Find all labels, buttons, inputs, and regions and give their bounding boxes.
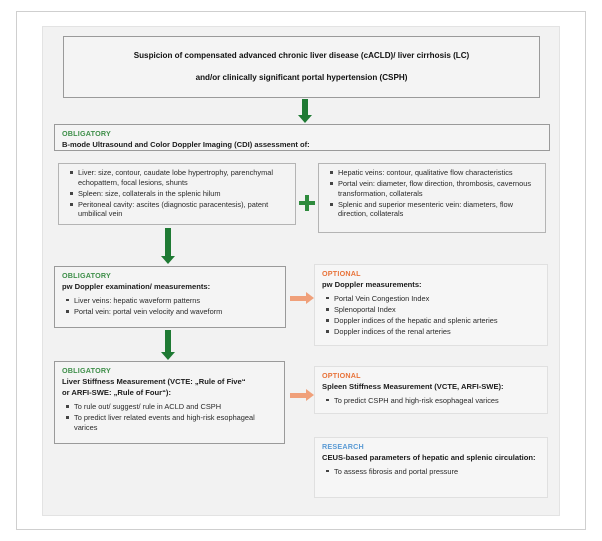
arrow-head xyxy=(306,292,314,304)
arrow-shaft xyxy=(165,330,171,352)
pw-doppler-optional-list: Portal Vein Congestion Index Splenoporta… xyxy=(322,294,540,337)
arrow-shaft xyxy=(290,392,306,398)
ultrasound-heading: B-mode Ultrasound and Color Doppler Imag… xyxy=(62,140,310,149)
title-box: Suspicion of compensated advanced chroni… xyxy=(63,36,540,98)
spleen-stiffness-heading: Spleen Stiffness Measurement (VCTE, ARFI… xyxy=(322,382,504,391)
research-ceus-list: To assess fibrosis and portal pressure xyxy=(322,467,540,477)
status-badge-obligatory: OBLIGATORY xyxy=(62,129,111,138)
arrow-head xyxy=(298,115,312,123)
list-item: To predict CSPH and high-risk esophageal… xyxy=(326,396,540,406)
status-badge-optional: OPTIONAL xyxy=(322,269,361,278)
list-item: Doppler indices of the renal arteries xyxy=(326,327,540,337)
liver-stiffness-box: OBLIGATORY Liver Stiffness Measurement (… xyxy=(54,361,285,444)
research-ceus-box: RESEARCH CEUS-based parameters of hepati… xyxy=(314,437,548,498)
list-item: To predict liver related events and high… xyxy=(66,413,277,432)
research-ceus-heading: CEUS-based parameters of hepatic and spl… xyxy=(322,453,536,462)
list-item: Splenic and superior mesenteric vein: di… xyxy=(330,200,538,219)
list-item: Portal vein: diameter, flow direction, t… xyxy=(330,179,538,198)
arrow-liver-to-spleen-stiffness xyxy=(290,389,314,401)
plus-icon xyxy=(299,195,315,211)
list-item: Hepatic veins: contour, qualitative flow… xyxy=(330,168,538,178)
arrow-shaft xyxy=(290,295,306,301)
arrow-head xyxy=(306,389,314,401)
arrow-ultrasound-to-pw-doppler xyxy=(161,228,175,264)
arrow-title-to-ultrasound xyxy=(298,99,312,123)
pw-doppler-list: Liver veins: hepatic waveform patterns P… xyxy=(62,296,278,317)
ultrasound-left-box: Liver: size, contour, caudate lobe hyper… xyxy=(58,163,296,225)
list-item: Peritoneal cavity: ascites (diagnostic p… xyxy=(70,200,288,219)
ultrasound-right-list: Hepatic veins: contour, qualitative flow… xyxy=(326,168,538,219)
arrow-head xyxy=(161,352,175,360)
liver-stiffness-list: To rule out/ suggest/ rule in ACLD and C… xyxy=(62,402,277,432)
ultrasound-right-box: Hepatic veins: contour, qualitative flow… xyxy=(318,163,546,233)
status-badge-optional: OPTIONAL xyxy=(322,371,361,380)
liver-stiffness-heading-line-1: Liver Stiffness Measurement (VCTE: „Rule… xyxy=(62,377,246,386)
liver-stiffness-heading: Liver Stiffness Measurement (VCTE: „Rule… xyxy=(62,377,277,398)
arrow-pw-to-liver-stiffness xyxy=(161,330,175,360)
list-item: Portal Vein Congestion Index xyxy=(326,294,540,304)
pw-doppler-obligatory-box: OBLIGATORY pw Doppler examination/ measu… xyxy=(54,266,286,328)
title-line-1: Suspicion of compensated advanced chroni… xyxy=(133,51,470,60)
arrow-shaft xyxy=(302,99,308,115)
spleen-stiffness-box: OPTIONAL Spleen Stiffness Measurement (V… xyxy=(314,366,548,414)
pw-doppler-optional-box: OPTIONAL pw Doppler measurements: Portal… xyxy=(314,264,548,346)
status-badge-obligatory: OBLIGATORY xyxy=(62,271,111,280)
pw-doppler-heading: pw Doppler examination/ measurements: xyxy=(62,282,211,291)
arrow-shaft xyxy=(165,228,171,256)
title-line-2: and/or clinically significant portal hyp… xyxy=(195,73,408,82)
list-item: Portal vein: portal vein velocity and wa… xyxy=(66,307,278,317)
ultrasound-left-list: Liver: size, contour, caudate lobe hyper… xyxy=(66,168,288,219)
pw-doppler-optional-heading: pw Doppler measurements: xyxy=(322,280,422,289)
status-badge-research: RESEARCH xyxy=(322,442,364,451)
arrow-head xyxy=(161,256,175,264)
list-item: Spleen: size, collaterals in the splenic… xyxy=(70,189,288,199)
ultrasound-header-box: OBLIGATORY B-mode Ultrasound and Color D… xyxy=(54,124,550,151)
arrow-pw-to-pw-optional xyxy=(290,292,314,304)
list-item: To rule out/ suggest/ rule in ACLD and C… xyxy=(66,402,277,412)
list-item: To assess fibrosis and portal pressure xyxy=(326,467,540,477)
list-item: Doppler indices of the hepatic and splen… xyxy=(326,316,540,326)
liver-stiffness-heading-line-2: or ARFI-SWE: „Rule of Four“): xyxy=(62,387,171,397)
status-badge-obligatory: OBLIGATORY xyxy=(62,366,111,375)
spleen-stiffness-list: To predict CSPH and high-risk esophageal… xyxy=(322,396,540,406)
plus-icon-bar-vertical xyxy=(305,195,309,211)
list-item: Splenoportal Index xyxy=(326,305,540,315)
list-item: Liver veins: hepatic waveform patterns xyxy=(66,296,278,306)
list-item: Liver: size, contour, caudate lobe hyper… xyxy=(70,168,288,187)
